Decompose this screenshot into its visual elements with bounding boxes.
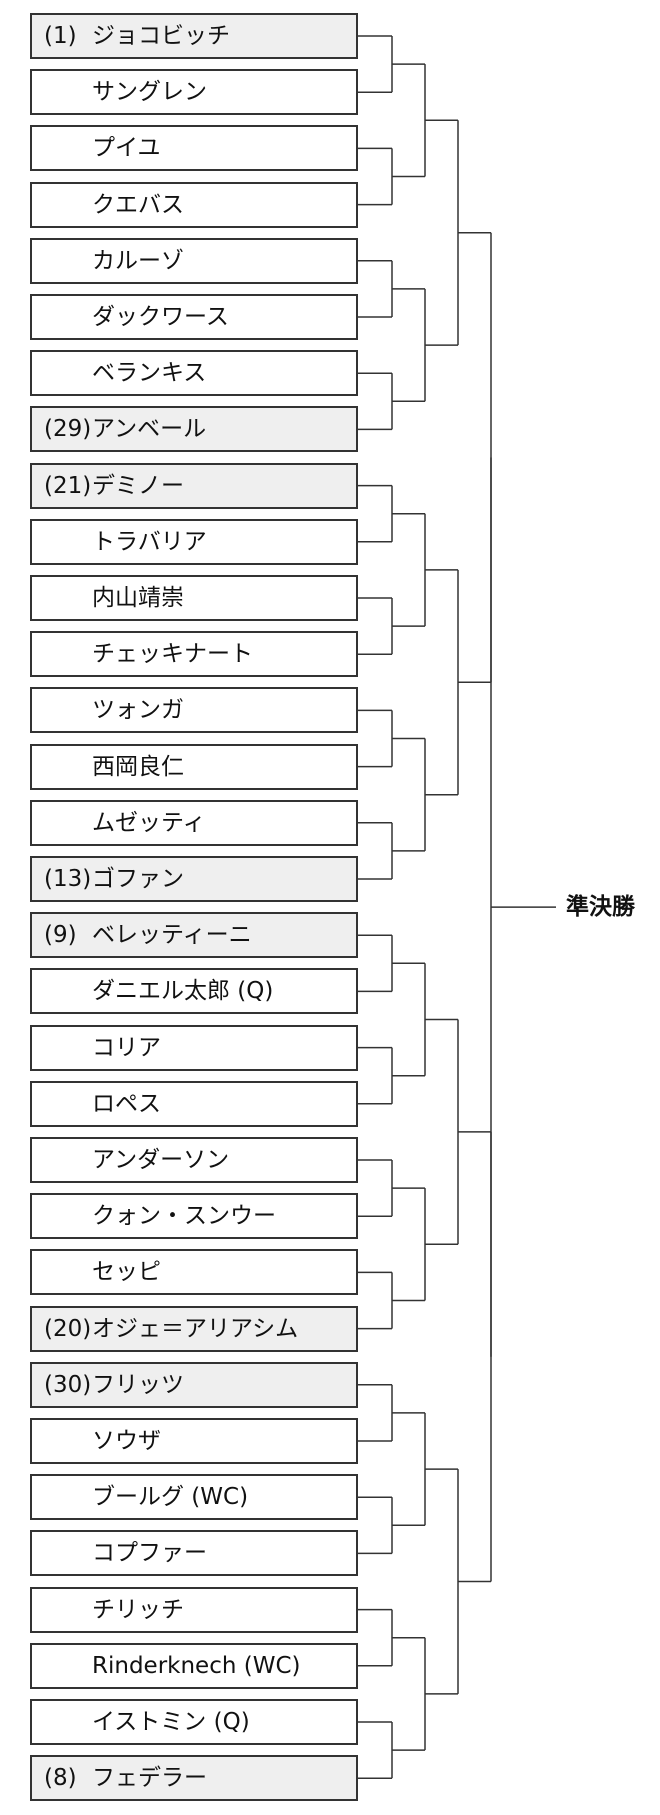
draw-entry: チリッチ <box>30 1586 358 1633</box>
draw-entry: (13)ゴファン <box>30 856 358 902</box>
seed-number: (29) <box>44 416 92 443</box>
draw-entry: プイユ <box>30 125 358 172</box>
semifinal-label: 準決勝 <box>566 894 635 921</box>
player-name: セッピ <box>92 1259 161 1286</box>
player-name: プイユ <box>92 135 161 162</box>
player-name: アンダーソン <box>92 1147 230 1173</box>
player-name: ゴファン <box>92 866 184 892</box>
player-name: ツォンガ <box>92 697 184 724</box>
player-name: コプファー <box>92 1540 207 1567</box>
draw-entry: (21)デミノー <box>30 462 358 509</box>
draw-entry: (9) ベレッティーニ <box>30 912 358 959</box>
player-name: フリッツ <box>92 1371 184 1398</box>
player-name: コリア <box>92 1034 161 1061</box>
draw-entry: ロペス <box>30 1080 358 1127</box>
seed-number: (21) <box>44 472 92 499</box>
player-name: ロペス <box>92 1090 161 1117</box>
draw-entry: ブールグ (WC) <box>30 1474 358 1521</box>
draw-entry: コプファー <box>30 1530 358 1577</box>
seed-number: (9) <box>44 922 77 949</box>
draw-entry: コリア <box>30 1024 358 1071</box>
player-name: ダニエル太郎 (Q) <box>92 978 274 1005</box>
player-name: ジョコビッチ <box>92 23 230 49</box>
draw-entry: ツォンガ <box>30 687 358 734</box>
player-name: クエバス <box>92 191 184 218</box>
player-name: オジェ＝アリアシム <box>92 1315 299 1342</box>
player-name: ベレッティーニ <box>92 922 252 949</box>
player-name: トラバリア <box>92 528 207 555</box>
draw-entry: (29)アンベール <box>30 406 358 453</box>
draw-entry: クエバス <box>30 181 358 228</box>
seed-number: (8) <box>44 1765 77 1792</box>
player-name: ムゼッティ <box>92 809 206 836</box>
draw-entry: (8) フェデラー <box>30 1755 358 1802</box>
player-name: ダックワース <box>92 304 229 330</box>
draw-entry: セッピ <box>30 1249 358 1296</box>
player-name: デミノー <box>92 472 184 499</box>
seed-number: (13) <box>44 866 92 892</box>
draw-entry: トラバリア <box>30 518 358 565</box>
player-name: チェッキナート <box>92 641 253 668</box>
draw-entry: (30)フリッツ <box>30 1361 358 1408</box>
player-name: イストミン (Q) <box>92 1709 250 1735</box>
draw-entry: ダニエル太郎 (Q) <box>30 968 358 1015</box>
draw-entry: チェッキナート <box>30 631 358 678</box>
player-name: ベランキス <box>92 360 207 387</box>
player-name: クォン・スンウー <box>92 1203 276 1230</box>
player-name: ソウザ <box>92 1428 161 1454</box>
draw-entry: ソウザ <box>30 1418 358 1464</box>
player-name: 西岡良仁 <box>92 753 184 780</box>
draw-entry: 西岡良仁 <box>30 743 358 790</box>
player-name: チリッチ <box>92 1596 184 1623</box>
draw-entry: クォン・スンウー <box>30 1193 358 1240</box>
seed-number: (1) <box>44 23 77 49</box>
draw-entry: Rinderknech (WC) <box>30 1642 358 1689</box>
player-name: カルーゾ <box>92 247 184 274</box>
player-name: アンベール <box>92 416 207 443</box>
seed-number: (20) <box>44 1315 92 1342</box>
draw-entry: アンダーソン <box>30 1137 358 1183</box>
draw-entry: ダックワース <box>30 294 358 340</box>
draw-entry: (1) ジョコビッチ <box>30 13 358 59</box>
draw-entry: カルーゾ <box>30 237 358 284</box>
draw-entry: イストミン (Q) <box>30 1699 358 1745</box>
draw-entry: サングレン <box>30 69 358 116</box>
seed-number: (30) <box>44 1371 92 1398</box>
player-name: サングレン <box>92 79 207 106</box>
draw-entry: (20)オジェ＝アリアシム <box>30 1305 358 1352</box>
player-name: Rinderknech (WC) <box>92 1652 301 1679</box>
player-name: フェデラー <box>92 1765 207 1792</box>
player-name: 内山靖崇 <box>92 585 184 611</box>
draw-entry: 内山靖崇 <box>30 575 358 621</box>
draw-entry: ムゼッティ <box>30 799 358 846</box>
player-name: ブールグ (WC) <box>92 1484 249 1511</box>
draw-entry: ベランキス <box>30 350 358 397</box>
